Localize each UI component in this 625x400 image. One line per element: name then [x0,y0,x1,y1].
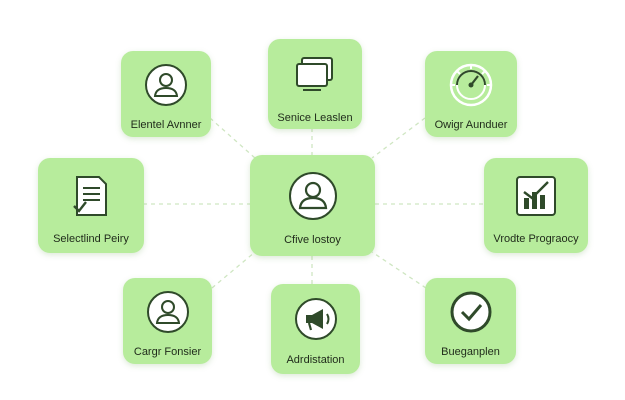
node-middle-left-label: Selectlind Peiry [53,233,129,245]
connector-bottom-right [371,251,427,289]
center-node-label: Cfive lostoy [284,234,341,246]
connector-top-left [209,117,256,159]
user-icon [288,171,338,221]
node-top-left[interactable]: Elentel Avnner [121,51,211,137]
node-bottom-left-label: Cargr Fonsier [133,346,202,358]
node-bottom-center[interactable]: Adrdistation [271,284,360,374]
monitor-icon [293,55,337,93]
connector-top-right [371,117,426,159]
node-top-left-label: Elentel Avnner [130,119,202,131]
node-middle-right[interactable]: Vrodte Prograocy [484,158,588,253]
node-bottom-right-label: Bueganplen [441,346,500,358]
document-check-icon [71,174,111,218]
gauge-icon [447,61,495,109]
node-middle-right-label: Vrodte Prograocy [493,233,579,245]
chart-check-icon [514,174,558,218]
connector-bottom-left [211,251,256,289]
node-top-center-label: Senice Leaslen [277,112,353,124]
user-icon [144,63,188,107]
node-top-right-label: Owigr Aunduer [434,119,508,131]
node-bottom-center-label: Adrdistation [286,354,345,366]
node-bottom-right[interactable]: Bueganplen [425,278,516,364]
user-icon [146,290,190,334]
center-node[interactable]: Cfive lostoy [250,155,375,256]
check-circle-icon [449,290,493,334]
node-top-center[interactable]: Senice Leaslen [268,39,362,129]
node-middle-left[interactable]: Selectlind Peiry [38,158,144,253]
node-top-right[interactable]: Owigr Aunduer [425,51,517,137]
node-bottom-left[interactable]: Cargr Fonsier [123,278,212,364]
megaphone-icon [294,297,338,341]
